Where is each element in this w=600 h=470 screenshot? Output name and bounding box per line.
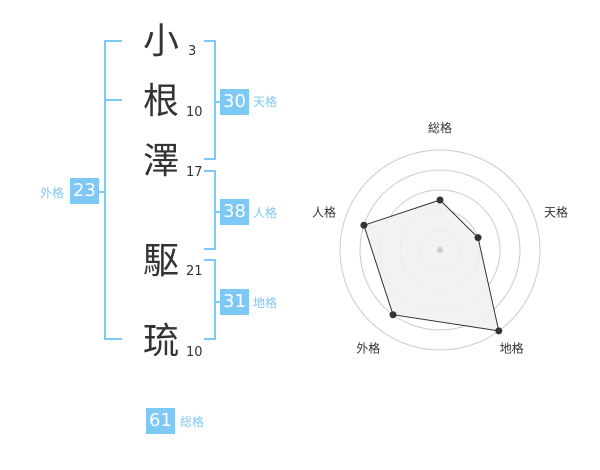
- radar-axis-label-3: 地格: [500, 341, 524, 356]
- stroke-count-3: 17: [186, 165, 203, 180]
- radar-point-2: [474, 234, 482, 242]
- radar-series-polygon: [363, 199, 500, 332]
- gaikaku-bracket-tick: [104, 99, 122, 101]
- stroke-count-5: 10: [186, 345, 203, 360]
- tenkaku-bracket: [204, 40, 216, 160]
- jinkaku-value: 38: [220, 199, 249, 225]
- gaikaku-bracket-connector: [98, 191, 106, 193]
- chikaku-bracket: [204, 259, 216, 340]
- name-char-5: 琉: [143, 321, 180, 362]
- soukaku-value: 61: [146, 408, 175, 434]
- radar-point-1: [436, 196, 444, 204]
- name-char-1: 小: [143, 21, 180, 62]
- radar-point-5: [360, 221, 368, 229]
- tenkaku-label: 天格: [253, 95, 278, 109]
- tenkaku-bracket-connector: [216, 101, 222, 103]
- chikaku-bracket-connector: [216, 301, 222, 303]
- soukaku-label: 総格: [180, 415, 205, 429]
- name-char-3: 澤: [143, 141, 180, 182]
- stroke-count-2: 10: [186, 105, 203, 120]
- radar-axis-label-2: 天格: [544, 204, 568, 219]
- gaikaku-bracket: [104, 40, 122, 340]
- radar-axis-label-4: 外格: [356, 341, 380, 356]
- gaikaku-label: 外格: [40, 186, 65, 200]
- radar-ring-5: [339, 149, 541, 351]
- name-char-4: 駆: [143, 241, 180, 282]
- jinkaku-bracket-connector: [216, 211, 222, 213]
- chikaku-value: 31: [220, 289, 249, 315]
- tenkaku-value: 30: [220, 89, 249, 115]
- radar-axis-label-5: 人格: [312, 204, 336, 219]
- radar-point-3: [495, 327, 503, 335]
- jinkaku-label: 人格: [253, 206, 278, 220]
- jinkaku-bracket: [204, 170, 216, 250]
- radar-center-point: [437, 247, 443, 253]
- stroke-count-1: 3: [188, 44, 197, 59]
- radar-point-4: [389, 311, 397, 319]
- name-char-2: 根: [143, 81, 180, 122]
- stroke-count-4: 21: [186, 264, 203, 279]
- gaikaku-value: 23: [70, 178, 99, 204]
- radar-ring-4: [359, 169, 521, 331]
- radar-axis-label-1: 総格: [428, 120, 452, 135]
- chikaku-label: 地格: [253, 296, 278, 310]
